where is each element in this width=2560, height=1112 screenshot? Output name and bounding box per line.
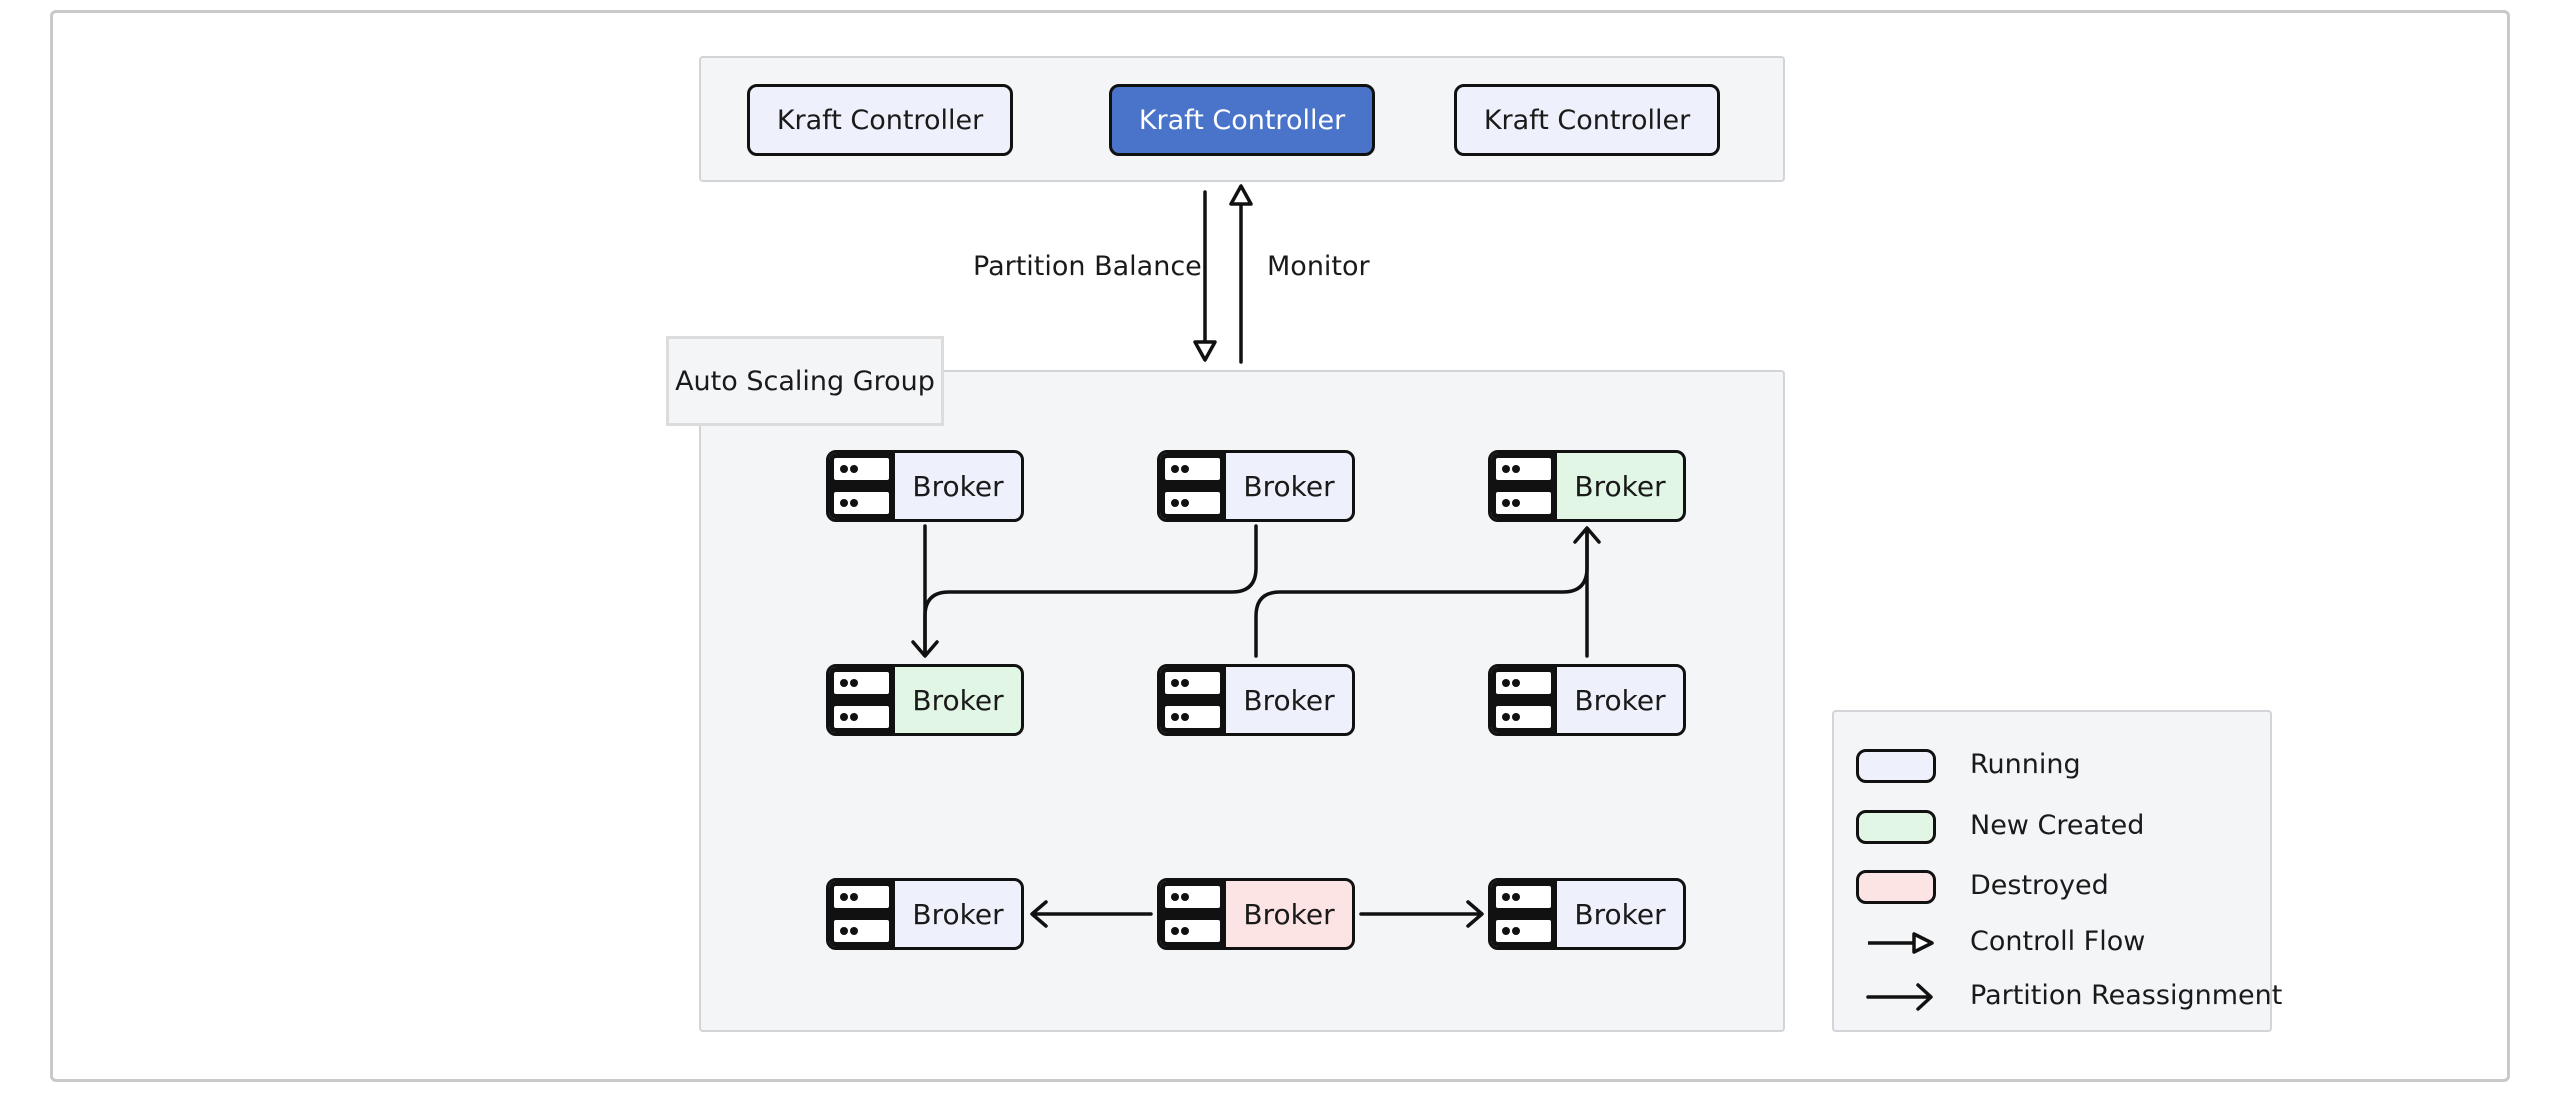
broker-r2-c1: Broker	[826, 664, 1024, 736]
monitor-label: Monitor	[1267, 251, 1370, 282]
broker-r2-c2: Broker	[1157, 664, 1355, 736]
diagram-frame	[50, 10, 2510, 1082]
server-rack-icon	[829, 453, 895, 519]
broker-label: Broker	[1574, 897, 1666, 931]
legend-destroyed	[1856, 867, 1936, 907]
server-rack-icon	[1160, 453, 1226, 519]
legend-running	[1856, 746, 1936, 786]
kraft-controller-leader-label: Kraft Controller	[1138, 104, 1346, 136]
legend: Running New Created Destroyed Controll F…	[1832, 710, 2282, 1032]
broker-label: Broker	[912, 683, 1004, 717]
broker-r1-c2: Broker	[1157, 450, 1355, 522]
legend-destroyed-label: Destroyed	[1970, 870, 2109, 901]
legend-new-created-label: New Created	[1970, 810, 2145, 841]
legend-control-flow	[1856, 923, 1936, 963]
broker-label: Broker	[1243, 469, 1335, 503]
legend-partition-reassignment	[1856, 977, 1936, 1017]
broker-label: Broker	[1574, 683, 1666, 717]
server-rack-icon	[829, 667, 895, 733]
running-swatch	[1856, 749, 1936, 783]
server-rack-icon	[1491, 667, 1557, 733]
broker-r3-c2: Broker	[1157, 878, 1355, 950]
control-flow-arrow-icon	[1868, 932, 1934, 954]
broker-r1-c1: Broker	[826, 450, 1024, 522]
legend-partition-reassignment-label: Partition Reassignment	[1970, 980, 2283, 1011]
auto-scaling-group-label: Auto Scaling Group	[666, 336, 944, 426]
broker-label: Broker	[1243, 683, 1335, 717]
kraft-controller-leader: Kraft Controller	[1109, 84, 1375, 156]
kraft-controller-1: Kraft Controller	[747, 84, 1013, 156]
partition-balance-label: Partition Balance	[973, 251, 1202, 282]
broker-label: Broker	[1574, 469, 1666, 503]
destroyed-swatch	[1856, 870, 1936, 904]
server-rack-icon	[1160, 667, 1226, 733]
new-created-swatch	[1856, 810, 1936, 844]
server-rack-icon	[1491, 453, 1557, 519]
broker-r3-c3: Broker	[1488, 878, 1686, 950]
broker-r1-c3: Broker	[1488, 450, 1686, 522]
broker-label: Broker	[912, 469, 1004, 503]
kraft-controller-3-label: Kraft Controller	[1483, 104, 1691, 136]
broker-label: Broker	[912, 897, 1004, 931]
legend-running-label: Running	[1970, 749, 2081, 780]
server-rack-icon	[1491, 881, 1557, 947]
broker-label: Broker	[1243, 897, 1335, 931]
server-rack-icon	[829, 881, 895, 947]
partition-reassignment-arrow-icon	[1866, 983, 1933, 1011]
legend-new-created	[1856, 807, 1936, 847]
server-rack-icon	[1160, 881, 1226, 947]
broker-r2-c3: Broker	[1488, 664, 1686, 736]
kraft-controller-3: Kraft Controller	[1454, 84, 1720, 156]
kraft-controller-1-label: Kraft Controller	[776, 104, 984, 136]
broker-r3-c1: Broker	[826, 878, 1024, 950]
legend-control-flow-label: Controll Flow	[1970, 926, 2146, 957]
